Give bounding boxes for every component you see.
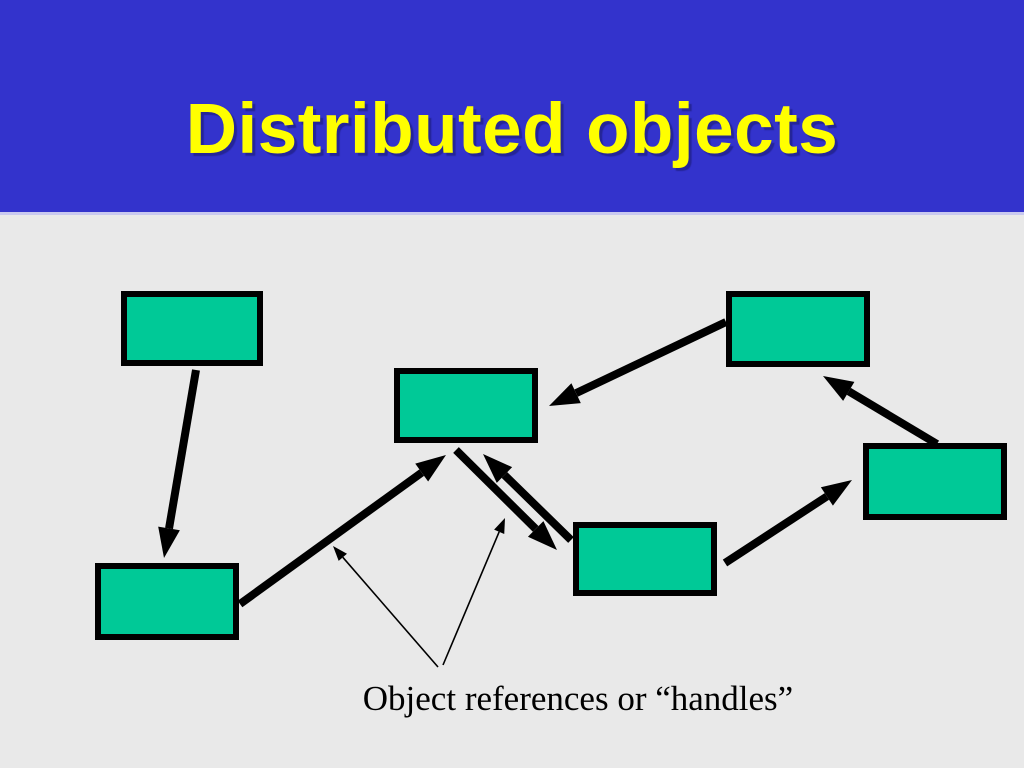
object-box: [726, 291, 870, 367]
caption-text: Object references or “handles”: [362, 679, 794, 718]
reference-arrow-head: [483, 454, 513, 483]
reference-arrow: [722, 493, 830, 567]
reference-arrow-head: [820, 480, 852, 506]
reference-arrow: [237, 469, 425, 608]
reference-arrow-head: [415, 455, 446, 482]
label-pointer-arrow-head: [494, 518, 505, 534]
reference-arrow-head: [527, 521, 557, 550]
slide-title: Distributed objects: [185, 90, 839, 169]
object-box: [573, 522, 717, 596]
reference-arrow-head: [158, 526, 180, 558]
reference-arrow-head: [549, 383, 581, 406]
reference-arrow-head: [823, 376, 855, 401]
object-box: [863, 443, 1007, 520]
reference-arrow: [574, 318, 728, 397]
title-bar: [0, 0, 1024, 215]
reference-arrow: [165, 369, 200, 530]
reference-arrow: [501, 472, 574, 543]
object-box: [394, 368, 538, 443]
reference-arrow: [846, 387, 940, 448]
label-pointer-arrow: [342, 556, 439, 668]
label-pointer-arrow-head: [333, 546, 347, 561]
label-pointer-arrow: [442, 531, 500, 666]
object-box: [121, 291, 263, 366]
object-box: [95, 563, 239, 640]
reference-arrow: [453, 447, 539, 532]
